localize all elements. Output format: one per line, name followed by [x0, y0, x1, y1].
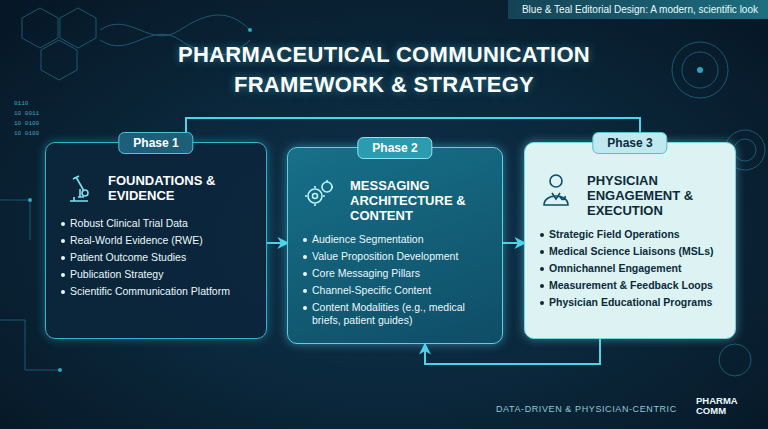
phase-panel: Phase 2MESSAGING ARCHITECTURE & CONTENTA… — [287, 147, 503, 344]
bullet-item: Omnichannel Engagement — [539, 262, 723, 275]
binary-code: 10 0100 — [14, 130, 39, 137]
footer-tagline: DATA-DRIVEN & PHYSICIAN-CENTRIC — [496, 404, 677, 414]
brand-logo: PHARMA COMM — [696, 396, 744, 416]
bullet-item: Content Modalities (e.g., medical briefs… — [302, 301, 490, 327]
bullet-item: Medical Science Liaisons (MSLs) — [539, 245, 723, 258]
phase-icon — [300, 176, 338, 212]
phase-badge: Phase 2 — [357, 137, 432, 159]
binary-code: 0110 — [14, 100, 28, 107]
bullet-item: Publication Strategy — [60, 268, 254, 281]
bullet-item: Patient Outcome Studies — [60, 251, 254, 264]
phase-icon — [58, 171, 96, 207]
bullet-item: Real-World Evidence (RWE) — [60, 234, 254, 247]
top-banner: Blue & Teal Editorial Design: A modern, … — [508, 0, 768, 19]
phase-panel: Phase 3PHYSICIAN ENGAGEMENT & EXECUTIONS… — [524, 142, 736, 339]
phase-badge: Phase 3 — [592, 132, 667, 154]
phase-badge: Phase 1 — [118, 132, 193, 154]
bullet-item: Measurement & Feedback Loops — [539, 279, 723, 292]
flow-connector — [503, 242, 524, 244]
diagram-title: PHARMACEUTICAL COMMUNICATION FRAMEWORK &… — [150, 40, 618, 100]
flow-connector — [267, 242, 287, 244]
binary-code: 10 0011 — [14, 110, 39, 117]
bullet-item: Scientific Communication Platform — [60, 285, 254, 298]
bullet-item: Physician Educational Programs — [539, 296, 723, 309]
bullet-item: Strategic Field Operations — [539, 228, 723, 241]
phase-icon — [537, 171, 575, 207]
binary-code: 10 0100 — [14, 120, 39, 127]
bullet-item: Audience Segmentation — [302, 233, 490, 246]
phase-panel: Phase 1FOUNDATIONS & EVIDENCERobust Clin… — [45, 142, 267, 339]
phase-heading: PHYSICIAN ENGAGEMENT & EXECUTION — [539, 173, 723, 218]
bullet-item: Channel-Specific Content — [302, 284, 490, 297]
phase-heading: FOUNDATIONS & EVIDENCE — [60, 173, 254, 207]
bullet-item: Value Proposition Development — [302, 250, 490, 263]
phase-heading: MESSAGING ARCHITECTURE & CONTENT — [302, 178, 490, 223]
bullet-item: Core Messaging Pillars — [302, 267, 490, 280]
bullet-item: Robust Clinical Trial Data — [60, 217, 254, 230]
